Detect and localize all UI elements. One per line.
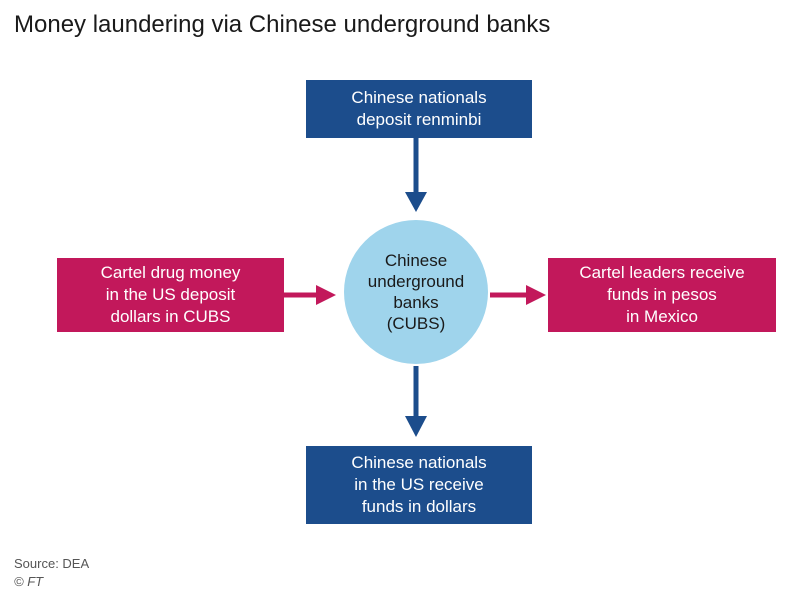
left-box-line-2: in the US deposit [105,285,236,304]
top-box-line-2: deposit renminbi [356,110,482,129]
center-line-3: banks [393,293,439,312]
left-box-line-3: dollars in CUBS [110,307,231,326]
source-note: Source: DEA [14,556,90,571]
top-box-line-1: Chinese nationals [351,88,487,107]
arrow-center-to-right [490,285,546,305]
top-box-chinese-nationals-deposit: Chinese nationals deposit renminbi [306,80,532,138]
left-box-cartel-drug-money: Cartel drug money in the US deposit doll… [57,258,284,332]
bottom-box-chinese-nationals-receive: Chinese nationals in the US receive fund… [306,446,532,524]
center-line-2: underground [367,272,465,291]
right-box-cartel-leaders-receive: Cartel leaders receive funds in pesos in… [548,258,776,332]
bottom-box-line-1: Chinese nationals [351,453,487,472]
center-line-4: (CUBS) [386,314,446,333]
arrow-top-to-center [405,138,427,212]
right-box-line-3: in Mexico [626,307,698,326]
right-box-line-1: Cartel leaders receive [579,263,745,282]
left-box-line-1: Cartel drug money [100,263,241,282]
bottom-box-line-3: funds in dollars [361,497,477,516]
right-box-line-2: funds in pesos [607,285,717,304]
page-title: Money laundering via Chinese underground… [14,11,551,38]
copyright-credit: © FT [14,574,44,589]
bottom-box-line-2: in the US receive [354,475,484,494]
arrow-left-to-center [284,285,336,305]
center-circle-underground-banks: Chinese underground banks (CUBS) [344,220,488,364]
arrow-center-to-bottom [405,366,427,437]
center-line-1: Chinese [384,251,448,270]
